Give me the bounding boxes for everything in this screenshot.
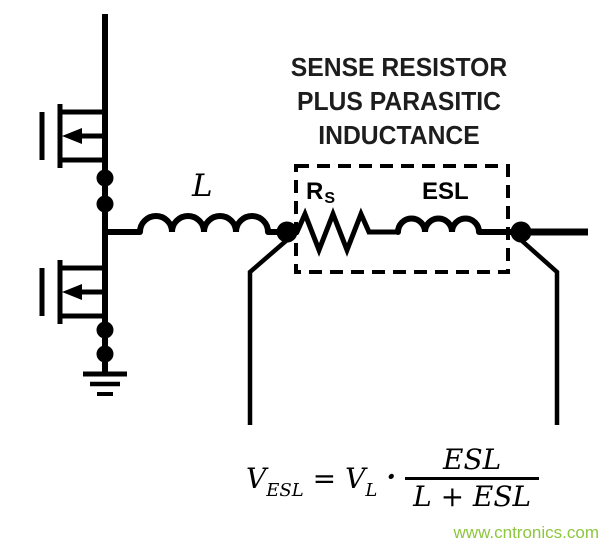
heading-line-2: PLUS PARASITIC — [296, 86, 502, 116]
heading-line-3: INDUCTANCE — [318, 120, 480, 150]
resistor-subscript: S — [324, 190, 336, 207]
mosfet-bottom — [39, 260, 105, 324]
equals-sign: = — [312, 462, 337, 495]
sense-resistor-label: RS — [306, 178, 336, 207]
ground-symbol — [83, 371, 127, 396]
lhs-subscript: ESL — [266, 480, 304, 501]
voltage-formula: VESL = VL · ESL L + ESL — [246, 443, 540, 513]
junction-dot — [96, 195, 114, 213]
body-arrow-icon — [62, 128, 82, 144]
esl-inductor-coil — [395, 215, 482, 235]
sense-resistor-zigzag — [287, 207, 398, 257]
rhs-symbol: V — [345, 462, 366, 495]
junction-dot — [96, 345, 114, 363]
junction-dot — [96, 321, 114, 339]
rhs-subscript: L — [365, 480, 378, 501]
kelvin-sense-line-left — [247, 238, 289, 425]
formula-lhs: VESL — [246, 462, 304, 501]
kelvin-sense-line-right — [519, 238, 560, 425]
fraction-bar — [405, 477, 540, 480]
dashed-boundary-box — [294, 164, 510, 274]
esl-label: ESL — [422, 178, 469, 205]
inductor-L-label: L — [192, 168, 213, 204]
resistor-symbol: R — [306, 178, 324, 205]
figure-heading: SENSE RESISTOR PLUS PARASITIC INDUCTANCE — [257, 50, 542, 152]
lhs-symbol: V — [246, 462, 267, 495]
heading-line-1: SENSE RESISTOR — [290, 52, 508, 82]
fraction: ESL L + ESL — [405, 443, 540, 513]
multiplication-dot: · — [386, 460, 397, 493]
fraction-denominator: L + ESL — [413, 480, 532, 513]
body-arrow-icon — [62, 284, 82, 300]
mosfet-top — [39, 104, 105, 168]
inductor-L-coil — [137, 213, 271, 235]
fraction-numerator: ESL — [443, 443, 502, 476]
junction-dot — [96, 169, 114, 187]
formula-rhs-var: VL — [345, 462, 377, 501]
watermark-text: www.cntronics.com — [453, 523, 599, 542]
